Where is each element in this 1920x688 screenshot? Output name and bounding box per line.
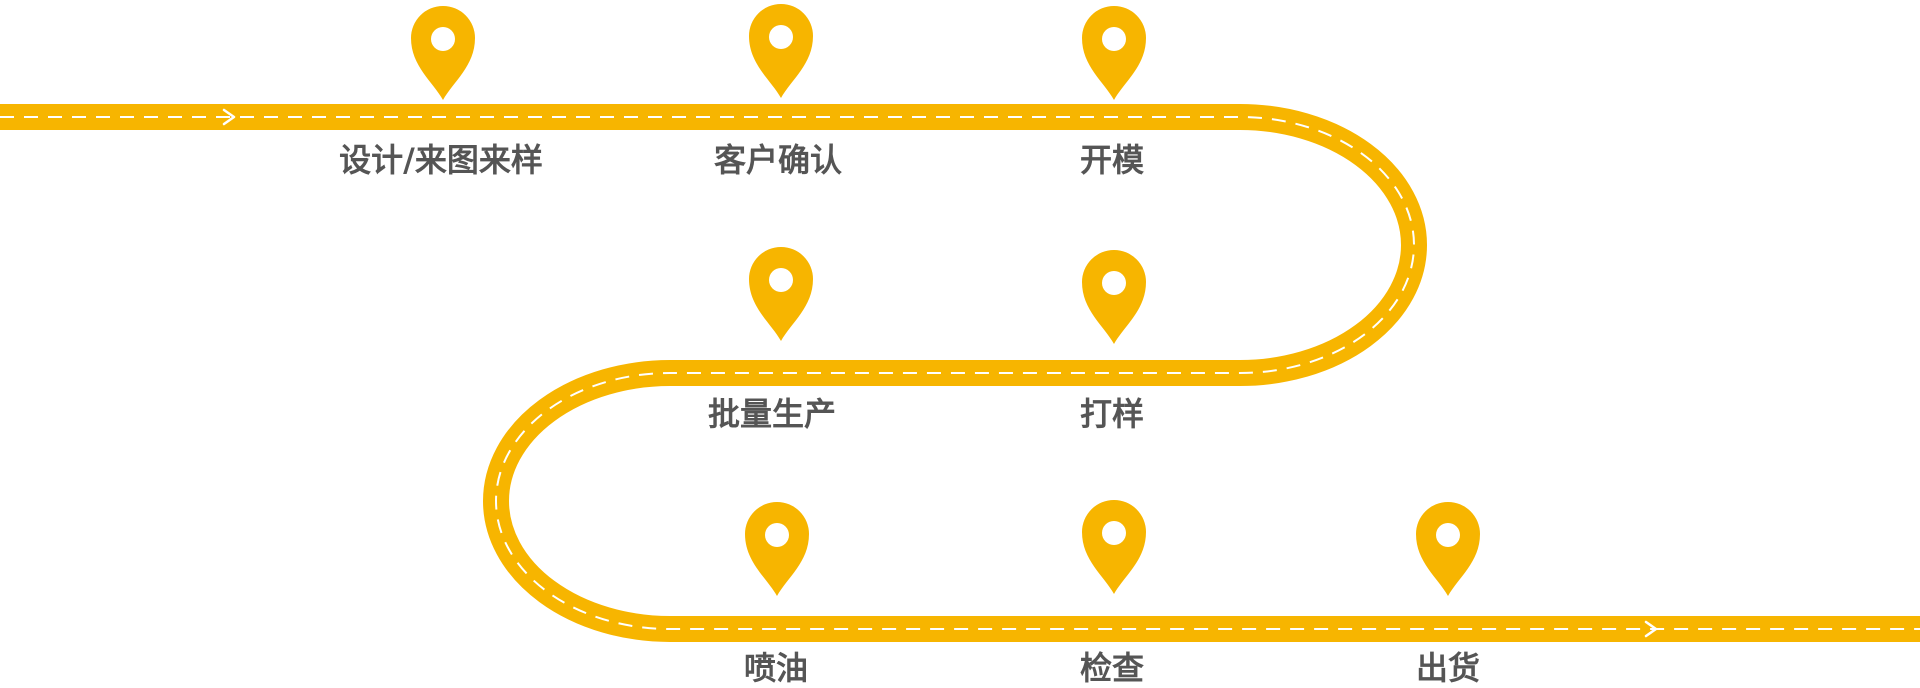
- step-label-customer-confirm: 客户确认: [713, 141, 843, 179]
- map-pin-icon: [1082, 250, 1146, 344]
- map-pin-icon: [1082, 500, 1146, 594]
- chevron-right-icon: [222, 108, 236, 126]
- map-pin-icon: [1416, 502, 1480, 596]
- step-label-mass-production: 批量生产: [707, 395, 837, 433]
- step-label-painting: 喷油: [743, 649, 809, 687]
- map-pin-icon: [749, 247, 813, 341]
- step-label-shipping: 出货: [1415, 649, 1481, 687]
- map-pin-icon: [749, 4, 813, 98]
- map-pin-icon: [745, 502, 809, 596]
- map-pin-icon: [411, 6, 475, 100]
- step-label-inspection: 检查: [1079, 649, 1145, 687]
- map-pin-icon: [1082, 6, 1146, 100]
- step-label-design: 设计/来图来样: [339, 141, 543, 179]
- chevron-right-icon: [1644, 620, 1658, 638]
- step-label-tooling: 开模: [1079, 141, 1145, 179]
- step-label-sampling: 打样: [1079, 395, 1145, 433]
- road-dashed-centerline: [0, 116, 1920, 630]
